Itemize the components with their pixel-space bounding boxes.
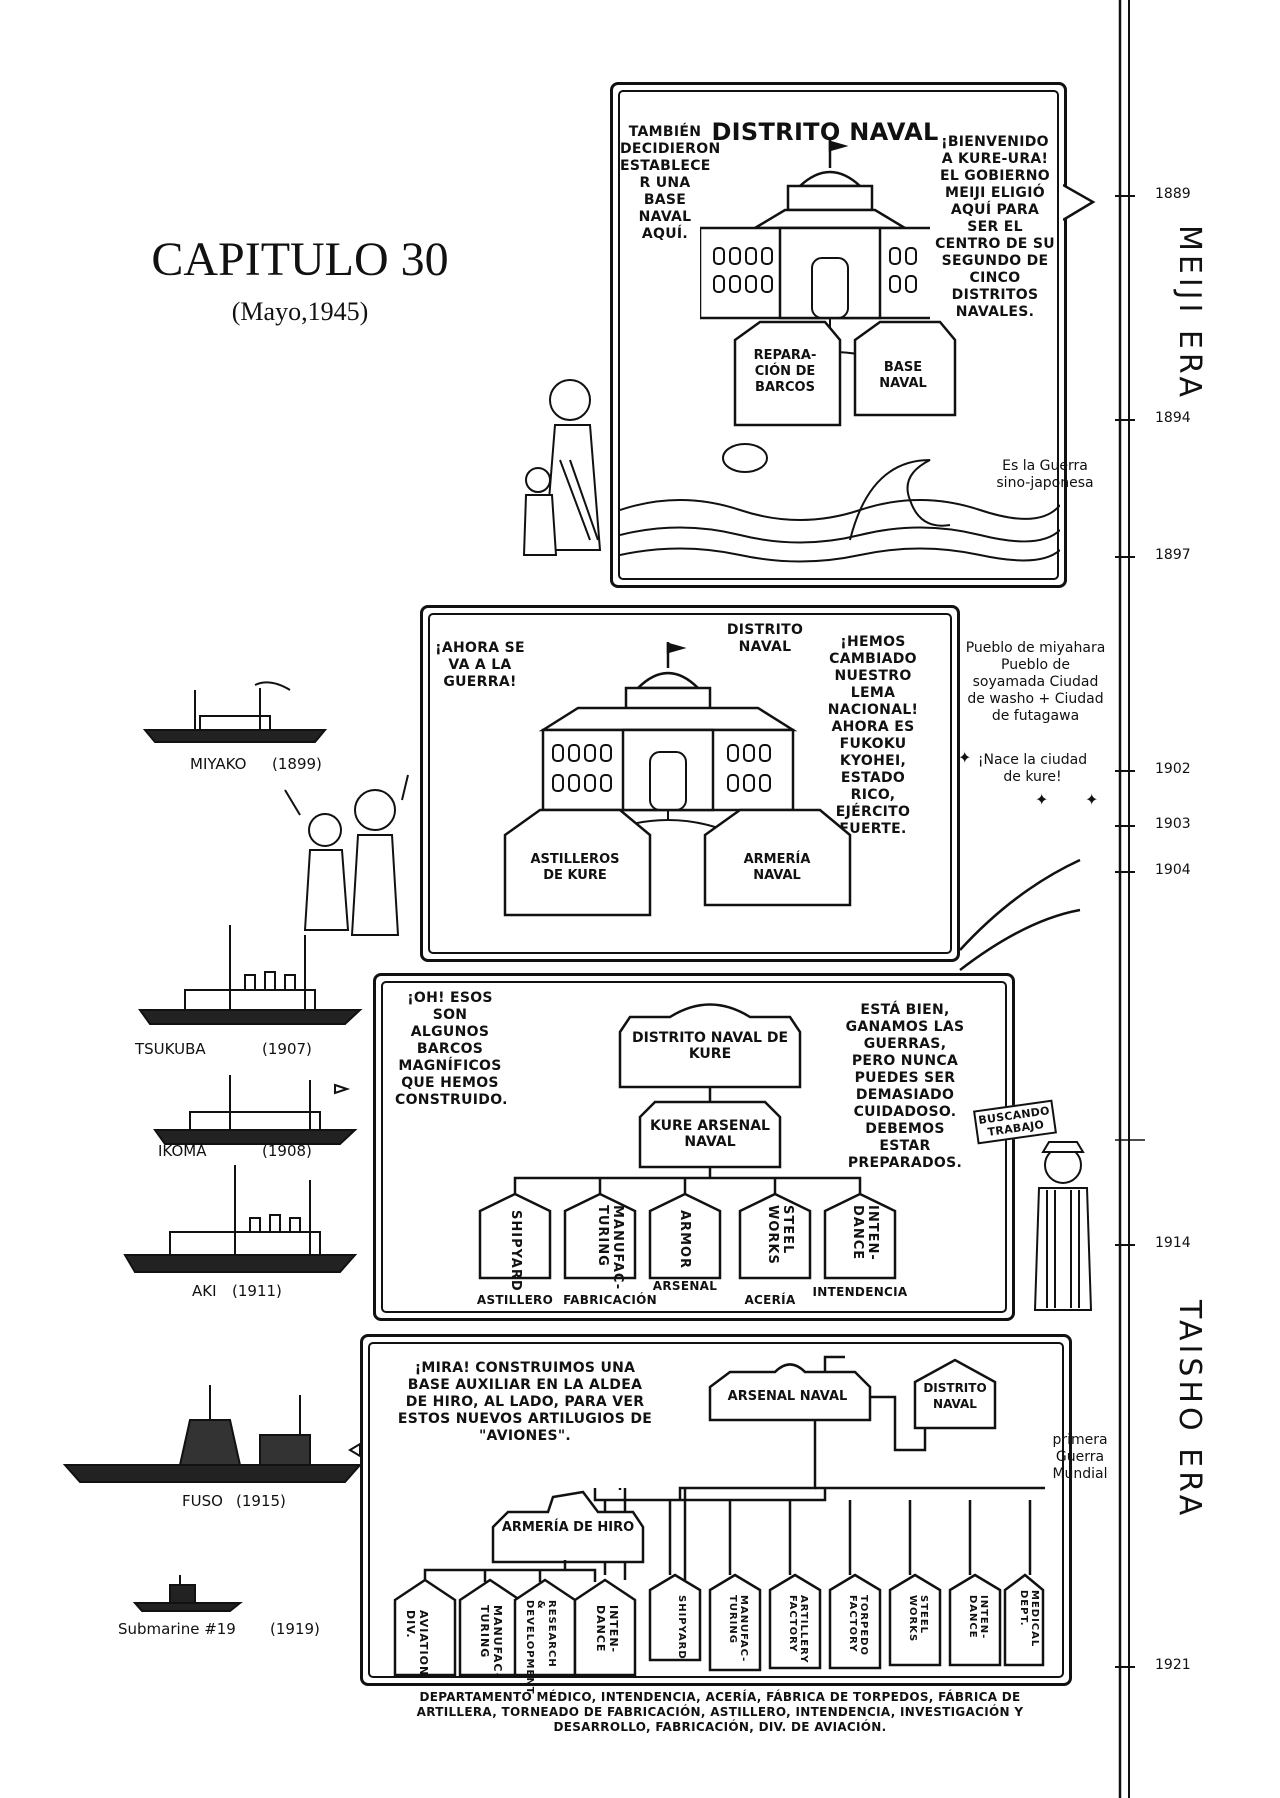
era-meiji: MEIJI ERA [1172,225,1207,402]
note-ww1: primera Guerra Mundial [1052,1432,1108,1482]
footer-translation: DEPARTAMENTO MÉDICO, INTENDENCIA, ACERÍA… [416,1690,1024,1734]
house-ship-repair: REPARA- CIÓN DE BARCOS [753,348,817,395]
sparkle-icon-3: ✦ [1085,792,1099,809]
year-1894: 1894 [1155,410,1191,426]
hiro-armory-building [491,1490,645,1564]
timeline-line [1115,0,1145,1798]
panel1-tail [1063,183,1096,222]
era-taisho: TAISHO ERA [1172,1300,1207,1520]
ship-ikoma-year: (1908) [262,1142,312,1160]
year-1903: 1903 [1155,816,1191,832]
ship-fuso-illustration [62,1385,363,1483]
kure-dept-shipyard: SHIPYARD [676,1595,687,1660]
year-1889: 1889 [1155,186,1191,202]
dept-shipyard: SHIPYARD [508,1210,523,1292]
hiro-dept-research: RESEARCH & DEVELOPMENT [524,1600,557,1695]
label-aceria: ACERÍA [744,1293,796,1307]
ship-miyako-name: MIYAKO [190,755,247,773]
ship-submarine-illustration [132,1575,243,1612]
kure-dept-artillery: ARTILLERY FACTORY [787,1595,809,1664]
panel2-right-text: ¡HEMOS CAMBIADO NUESTRO LEMA NACIONAL! A… [827,634,919,837]
ship-fuso-name: FUSO [182,1492,223,1510]
panel4-departments [393,1560,1045,1677]
panel1-right-text: ¡BIENVENIDO A KURE-URA! EL GOBIERNO MEIJ… [935,134,1055,320]
year-1897: 1897 [1155,547,1191,563]
job-seeker-illustration [1033,1141,1093,1311]
year-1904: 1904 [1155,862,1191,878]
dept-steel-works: STEEL WORKS [765,1205,795,1265]
panel2-houses [503,808,852,917]
house-naval-armory: ARMERÍA NAVAL [743,852,811,883]
panel1-left-text: TAMBIÉN DECIDIERON ESTABLECE R UNA BASE … [620,124,721,242]
label-astillero: ASTILLERO [476,1293,554,1307]
ship-submarine-year: (1919) [270,1620,320,1638]
kure-hierarchy-top [618,1003,802,1169]
dept-armor: ARMOR [677,1210,692,1270]
label-arsenal: ARSENAL [652,1279,718,1293]
house-kure-shipyards: ASTILLEROS DE KURE [530,852,620,883]
ship-aki-illustration [123,1165,358,1273]
kure-dept-intendance: INTEN- DANCE [967,1595,989,1640]
sparkle-icon: ✦ [958,750,972,767]
panel3-left-text: ¡OH! ESOS SON ALGUNOS BARCOS MAGNÍFICOS … [395,990,508,1108]
ship-miyako-year: (1899) [272,755,322,773]
label-fabricacion: FABRICACIÓN [563,1293,657,1307]
panel1-houses [733,320,957,427]
ship-tsukuba-illustration [138,925,363,1025]
kure-arsenal-label: KURE ARSENAL NAVAL [650,1118,770,1150]
kure-dept-torpedo: TORPEDO FACTORY [847,1595,869,1656]
arsenal-naval-label: ARSENAL NAVAL [727,1389,848,1404]
kure-naval-district-label: DISTRITO NAVAL DE KURE [631,1030,789,1062]
ship-ikoma-name: IKOMA [158,1142,207,1160]
chapter-date: (Mayo,1945) [231,297,369,326]
panel3-right-text: ESTÁ BIEN, GANAMOS LAS GUERRAS, PERO NUN… [845,1002,965,1171]
note-kure-born: ¡Nace la ciudad de kure! [977,752,1088,785]
ship-miyako-illustration [142,681,328,743]
distrito-naval-label: DISTRITO NAVAL [923,1381,987,1411]
ship-tsukuba-year: (1907) [262,1040,312,1058]
ship-aki-year: (1911) [232,1282,282,1300]
sparkle-icon-2: ✦ [1035,792,1049,809]
label-intendencia: INTENDENCIA [812,1285,908,1299]
hiro-hierarchy [708,1355,997,1452]
panel-meiji-district [610,82,1067,588]
chapter-title: CAPITULO 30 [151,233,449,286]
dept-intendance: INTEN- DANCE [850,1205,880,1261]
panel2-title: DISTRITO NAVAL [726,622,804,655]
naval-district-building-2 [538,642,798,840]
hiro-armory-label: ARMERÍA DE HIRO [501,1520,635,1535]
kure-dept-manufacturing: MANUFAC- TURING [727,1595,749,1663]
ship-ikoma-illustration [153,1075,358,1145]
note-towns: Pueblo de miyahara Pueblo de soyamada Ci… [965,640,1106,724]
hiro-dept-intendance: INTEN- DANCE [594,1605,620,1654]
kure-dept-medical: MEDICAL DEPT. [1018,1590,1040,1648]
ship-fuso-year: (1915) [236,1492,286,1510]
sea-waves [620,443,1060,563]
ship-submarine-name: Submarine #19 [118,1620,236,1638]
note-sino-japanese-war: Es la Guerra sino-japonesa [996,458,1094,491]
children-illustration-2 [284,774,409,936]
house-naval-base: BASE NAVAL [879,360,927,391]
year-1921: 1921 [1155,1657,1191,1673]
kure-dept-steel: STEEL WORKS [907,1595,929,1643]
year-1902: 1902 [1155,761,1191,777]
panel4-left-text: ¡MIRA! CONSTRUIMOS UNA BASE AUXILIAR EN … [397,1360,653,1444]
kure-departments [478,1166,897,1280]
panel1-title: DISTRITO NAVAL [711,118,939,146]
hiro-dept-aviation: AVIATION DIV. [404,1610,430,1677]
children-illustration-1 [522,379,602,556]
naval-district-building [700,140,930,367]
ship-tsukuba-name: TSUKUBA [135,1040,206,1058]
ship-aki-name: AKI [192,1282,217,1300]
hiro-dept-manufacturing: MANUFAC- TURING [478,1605,504,1679]
year-1914: 1914 [1155,1235,1191,1251]
dept-manufacturing: MANUFAC- TURING [595,1205,625,1291]
panel2-left-text: ¡AHORA SE VA A LA GUERRA! [435,640,525,690]
panel2-tail [959,858,1081,971]
